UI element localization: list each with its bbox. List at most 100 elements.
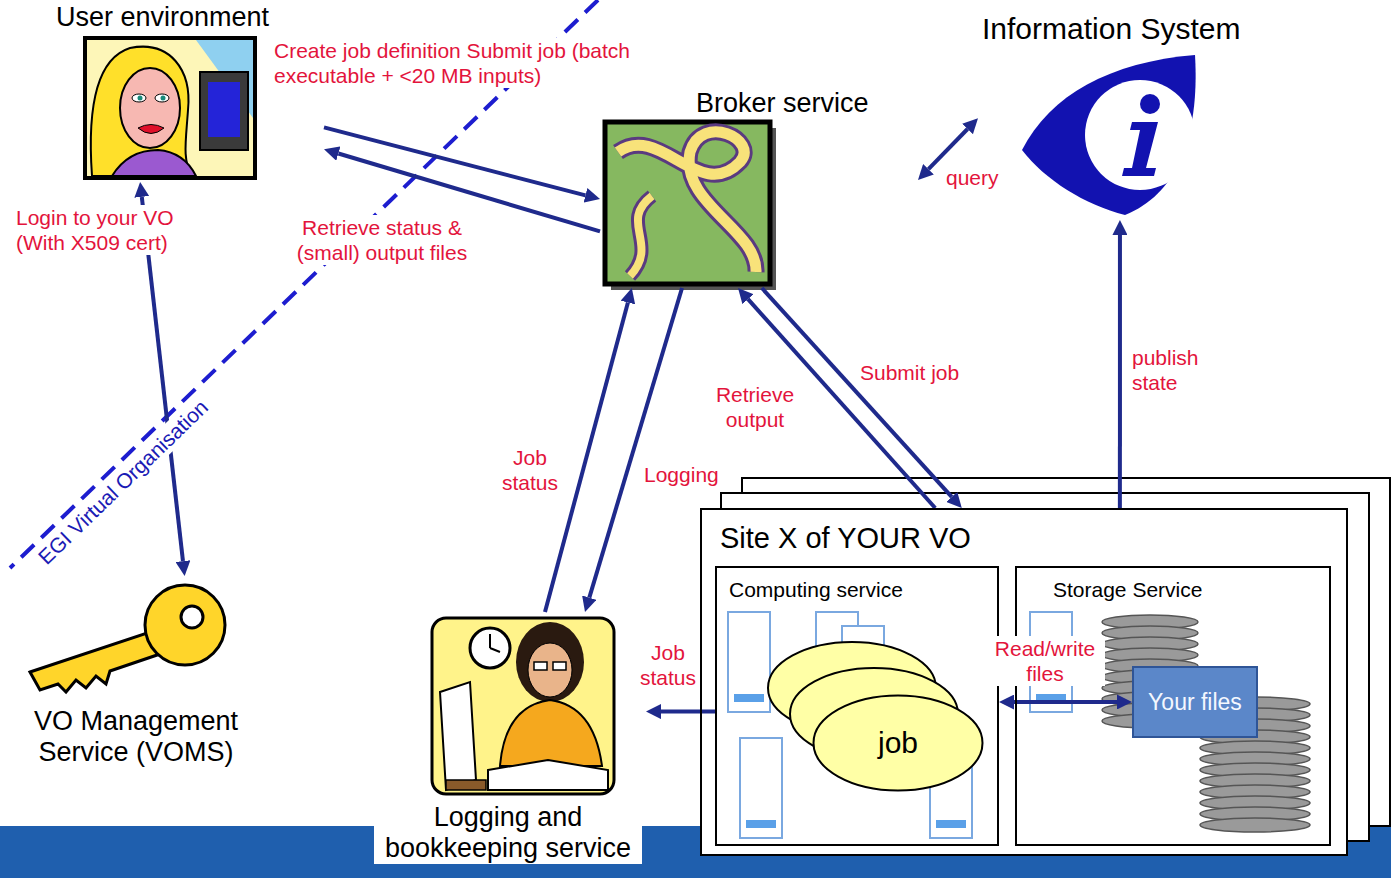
server-tower [746, 820, 776, 828]
key-icon [181, 606, 203, 628]
node-label: Your files [1148, 689, 1242, 715]
service-box: Computing service job [715, 566, 999, 846]
user-illustration [155, 94, 169, 102]
label-slot: Retrieve status & (small) output files [272, 215, 492, 265]
key-icon [30, 632, 160, 692]
info-node: Information System [978, 8, 1290, 220]
server-tower [728, 612, 770, 712]
logging-illustration [490, 634, 500, 652]
site-box: Site X of YOUR VO Computing service job Sto… [700, 508, 1348, 856]
connector-arrow [661, 710, 715, 714]
broker-illustration [630, 196, 652, 276]
logging-illustration [516, 622, 584, 702]
logging-illustration [432, 618, 614, 794]
server-tower [936, 820, 966, 828]
logging-illustration [446, 780, 486, 790]
edge-label: Retrieve status & (small) output files [272, 215, 492, 265]
logging-illustration [488, 760, 608, 790]
user-illustration [161, 96, 166, 101]
user-illustration [138, 96, 143, 101]
edge-label: Logging [642, 462, 721, 487]
connector-group [142, 127, 1120, 711]
edge-label: Login to your VO (With X509 cert) [14, 205, 224, 255]
label-slot: Job status [636, 640, 700, 690]
label-slot: Create job definition Submit job (batch … [272, 38, 672, 88]
node-label: Logging and bookkeeping service [374, 802, 642, 864]
user-illustration [132, 94, 146, 102]
job-ellipse: job [812, 694, 984, 792]
connector-arrow [928, 129, 967, 169]
logging-illustration [470, 628, 510, 668]
edge-label: Create job definition Submit job (batch … [272, 38, 672, 88]
user-illustration [138, 125, 164, 134]
user-illustration [112, 150, 196, 176]
connector-arrow [545, 302, 628, 612]
logging-illustration [432, 618, 614, 794]
info-icon [1122, 122, 1158, 176]
disk-stack [1200, 818, 1310, 832]
label-slot: publish state [1130, 345, 1220, 395]
info-icon [1140, 94, 1160, 114]
node-label: Information System [982, 12, 1286, 47]
connector-arrow [1014, 700, 1117, 704]
edge-label: query [944, 165, 1001, 190]
user-illustration [120, 68, 180, 148]
key-icon [30, 585, 225, 692]
edge-label: Job status [495, 445, 565, 495]
info-icon [1022, 55, 1196, 215]
logging-illustration [553, 662, 566, 670]
vo-boundary [10, 0, 598, 568]
user-node: User environment [52, 0, 324, 182]
logging-illustration [500, 700, 602, 766]
label-slot: Login to your VO (With X509 cert) [14, 205, 224, 255]
server-tower [728, 612, 1072, 838]
connector-arrow [338, 154, 600, 232]
user-illustration [208, 82, 240, 137]
broker-illustration [605, 122, 770, 284]
label-slot: query [944, 165, 1014, 190]
node-label: User environment [56, 2, 320, 33]
service-box: Storage ServiceYour files [1015, 566, 1331, 846]
disk-stack [1102, 615, 1310, 832]
site-stack [700, 508, 1348, 856]
user-illustration [85, 38, 255, 178]
broker-node: Broker service [600, 86, 918, 288]
logging-illustration [528, 643, 572, 697]
user-illustration [85, 38, 255, 178]
node-label: Computing service [729, 578, 985, 602]
logging-illustration [534, 662, 547, 670]
server-tower [740, 738, 782, 838]
node-label: job [878, 726, 918, 761]
ellipse-outline [814, 696, 983, 791]
server-tower [1030, 612, 1072, 712]
site-stack [700, 478, 1390, 856]
edge-label: Read/write files [985, 636, 1105, 686]
connector-arrow [589, 288, 682, 598]
edge-label: Job status [636, 640, 700, 690]
vo-boundary [10, 0, 598, 568]
connector-arrow [142, 197, 183, 561]
connector-arrow [1118, 235, 1122, 508]
key-icon [145, 585, 225, 665]
connector-arrow [762, 288, 952, 497]
edge-label: publish state [1130, 345, 1220, 395]
node-label: Site X of YOUR VO [720, 522, 1328, 555]
label-slot: Logging [642, 462, 732, 487]
edge-label: Submit job [858, 360, 961, 385]
node-label: Storage Service [1053, 578, 1317, 602]
label-slot: Job status [495, 445, 565, 495]
logging-illustration [440, 682, 476, 790]
node-label: VO Management Service (VOMS) [14, 706, 258, 768]
edge-label: Retrieve output [700, 382, 810, 432]
node-label: Broker service [696, 88, 914, 119]
connector-arrow [748, 299, 935, 508]
user-illustration [200, 72, 248, 150]
region-label: EGI Virtual Organisation [32, 393, 215, 571]
label-slot: Retrieve output [700, 382, 810, 432]
server-tower [734, 694, 764, 702]
voms-node: VO Management Service (VOMS) [8, 576, 264, 816]
label-slot: Submit job [858, 360, 988, 385]
file-box: Your files [1132, 666, 1258, 738]
info-icon [1022, 55, 1196, 215]
